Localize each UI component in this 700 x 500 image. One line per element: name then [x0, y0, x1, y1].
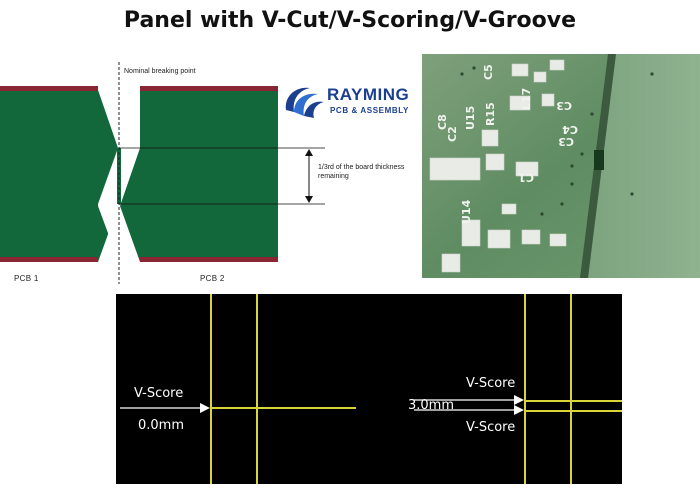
dimension-arrow-bottom — [305, 196, 313, 203]
v-score-label-bottom: V-Score — [466, 420, 516, 435]
v-cut-diagram: Nominal breaking point 1/3rd of the boar… — [0, 56, 410, 288]
vertical-score-line — [524, 294, 526, 484]
thickness-label-line1: 1/3rd of the board thickness — [318, 164, 405, 171]
remaining-web — [117, 148, 121, 204]
vertical-score-line — [256, 294, 258, 484]
pcb1-board — [0, 90, 118, 262]
pcb1-bottom-edge — [0, 257, 98, 262]
thickness-label-line2: remaining — [318, 173, 349, 180]
rayming-logo: RAYMING PCB & ASSEMBLY — [280, 82, 420, 122]
v-cut-cross-section — [0, 62, 325, 284]
vertical-score-line — [570, 294, 572, 484]
v-score-label: V-Score — [134, 386, 184, 401]
silkscreen-label: L17 — [520, 88, 533, 110]
dimension-arrow-top — [305, 149, 313, 156]
silkscreen-label: C3 — [558, 135, 574, 148]
pcb-photo: C5 C3 C4 C3 C8 C2 C1 R15 U15 L17 U14 — [422, 54, 700, 278]
logo-name: RAYMING — [327, 85, 410, 104]
silkscreen-label: C1 — [518, 171, 534, 184]
silkscreen-label: C2 — [446, 126, 459, 142]
nominal-breaking-label: Nominal breaking point — [124, 68, 196, 75]
v-score-label-top: V-Score — [466, 376, 516, 391]
silkscreen-label: C8 — [436, 114, 449, 130]
pcb1-top-edge — [0, 86, 98, 91]
v-score-panel-double: V-Score 3.0mm V-Score — [356, 294, 622, 484]
silkscreen-label: C3 — [556, 99, 572, 112]
v-score-arrow — [120, 403, 210, 413]
v-score-double-arrow — [414, 395, 524, 415]
silkscreen-label: C4 — [562, 123, 578, 136]
logo-subtitle: PCB & ASSEMBLY — [330, 106, 409, 115]
score-offset-label: 0.0mm — [138, 418, 185, 433]
rayming-logo-icon — [285, 87, 324, 118]
pcb2-board — [120, 90, 278, 262]
horizontal-score-line-lower — [524, 410, 622, 412]
v-score-panel-single: V-Score 0.0mm — [116, 294, 382, 484]
page-title: Panel with V-Cut/V-Scoring/V-Groove — [123, 8, 577, 33]
horizontal-score-line-upper — [524, 400, 622, 402]
vertical-score-line — [210, 294, 212, 484]
pcb2-label: PCB 2 — [200, 274, 225, 283]
silkscreen-label: R15 — [484, 102, 497, 126]
silkscreen-label: U15 — [464, 106, 477, 130]
pcb-photo-illustration: C5 C3 C4 C3 C8 C2 C1 R15 U15 L17 U14 — [422, 54, 700, 278]
pcb2-bottom-edge — [140, 257, 278, 262]
silkscreen-label: U14 — [460, 199, 473, 224]
silkscreen-label: C5 — [482, 64, 495, 80]
horizontal-score-line — [210, 407, 382, 409]
pcb2-top-edge — [140, 86, 278, 91]
pcb1-label: PCB 1 — [14, 274, 39, 283]
score-offset-label: 3.0mm — [408, 398, 455, 413]
